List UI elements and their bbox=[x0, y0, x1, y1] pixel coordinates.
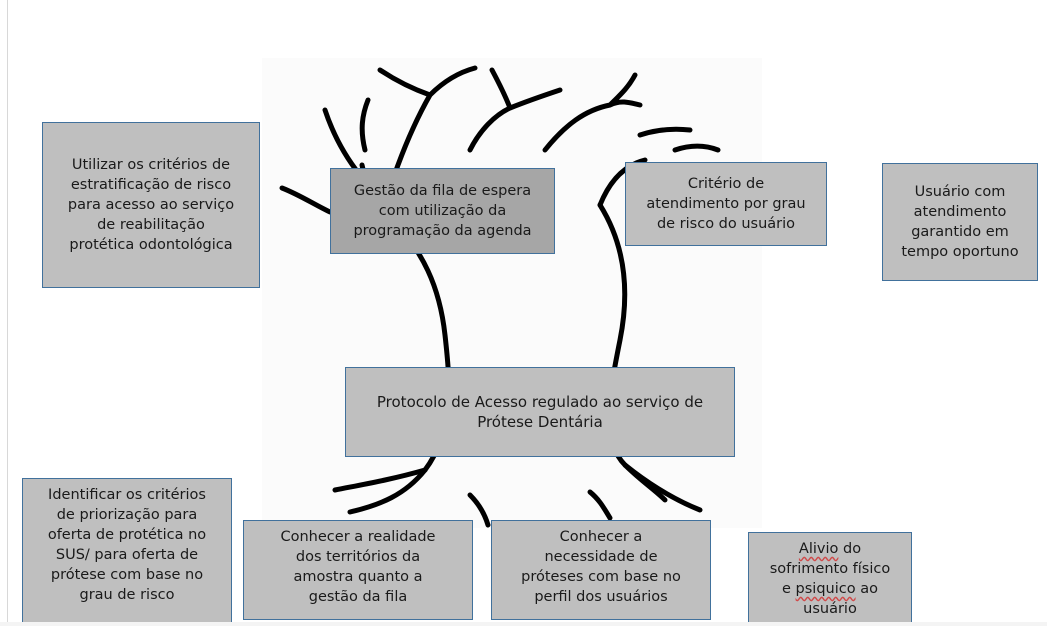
timely-care-line: Usuário com bbox=[914, 184, 1006, 200]
risk-stratification-line: para acesso ao serviço bbox=[67, 197, 235, 213]
timely-care-line: garantido em bbox=[911, 224, 1009, 240]
branch-far-left bbox=[279, 185, 333, 215]
relief-line3-post: ao bbox=[855, 581, 878, 597]
territories-reality-box: Conhecer a realidade dos territórios da … bbox=[243, 520, 473, 620]
root-center-left bbox=[467, 492, 491, 528]
timely-care-line: tempo oportuno bbox=[901, 244, 1019, 260]
access-protocol-line: Prótese Dentária bbox=[477, 413, 603, 431]
access-protocol-line: Protocolo de Acesso regulado ao serviço … bbox=[376, 393, 704, 411]
suffering-relief-box: Alivio do sofrimento físico e psiquico a… bbox=[748, 532, 912, 626]
queue-management-box: Gestão da fila de espera com utilização … bbox=[330, 168, 555, 254]
prioritization-line: oferta de protética no bbox=[47, 527, 207, 543]
relief-line1-rest: do bbox=[838, 541, 862, 557]
queue-management-line: Gestão da fila de espera bbox=[353, 183, 532, 199]
prioritization-line: Identificar os critérios bbox=[48, 487, 206, 503]
risk-grade-line: atendimento por grau bbox=[646, 196, 806, 212]
risk-stratification-line: protética odontológica bbox=[69, 237, 233, 253]
access-protocol-box: Protocolo de Acesso regulado ao serviço … bbox=[345, 367, 735, 457]
root-center-right bbox=[587, 489, 613, 521]
relief-line3-pre: e bbox=[782, 581, 796, 597]
territories-line: dos territórios da bbox=[295, 549, 421, 565]
queue-management-line: programação da agenda bbox=[353, 223, 532, 239]
needs-line: necessidade de bbox=[544, 549, 658, 565]
prosthesis-needs-box: Conhecer a necessidade de próteses com b… bbox=[491, 520, 711, 620]
territories-line: amostra quanto a bbox=[293, 569, 423, 585]
branch-mid-right bbox=[597, 126, 721, 208]
risk-stratification-box: Utilizar os critérios de estratificação … bbox=[42, 122, 260, 288]
branch-top-right bbox=[542, 72, 643, 153]
root-right bbox=[622, 462, 703, 513]
left-margin-rule bbox=[7, 0, 8, 626]
timely-care-line: atendimento bbox=[913, 204, 1007, 220]
needs-line: próteses com base no bbox=[521, 569, 681, 585]
territories-line: Conhecer a realidade bbox=[280, 529, 436, 545]
relief-word-psiquico: psiquico bbox=[795, 581, 856, 597]
queue-management-line: com utilização da bbox=[378, 203, 507, 219]
risk-grade-box: Critério de atendimento por grau de risc… bbox=[625, 162, 827, 246]
relief-line: Alivio do bbox=[770, 539, 890, 559]
risk-stratification-line: estratificação de risco bbox=[70, 177, 232, 193]
prioritization-line: prótese com base no bbox=[50, 567, 204, 583]
risk-grade-line: de risco do usuário bbox=[656, 216, 796, 232]
territories-line: gestão da fila bbox=[308, 589, 408, 605]
prioritization-line: de priorização para bbox=[56, 507, 198, 523]
risk-stratification-line: Utilizar os critérios de bbox=[71, 157, 231, 173]
risk-grade-line: Critério de bbox=[687, 176, 765, 192]
relief-word-alivio: Alivio bbox=[798, 541, 839, 557]
branch-top-center bbox=[467, 67, 563, 153]
prioritization-line: grau de risco bbox=[79, 587, 175, 603]
risk-stratification-line: de reabilitação bbox=[97, 217, 205, 233]
needs-line: Conhecer a bbox=[559, 529, 643, 545]
relief-line: e psiquico ao bbox=[770, 579, 890, 599]
relief-line: sofrimento físico bbox=[769, 561, 891, 577]
needs-line: perfil dos usuários bbox=[534, 589, 668, 605]
relief-line: usuário bbox=[803, 601, 857, 617]
root-left bbox=[332, 467, 428, 493]
timely-care-box: Usuário com atendimento garantido em tem… bbox=[882, 163, 1038, 281]
bottom-edge bbox=[0, 622, 1047, 626]
prioritization-criteria-box: Identificar os critérios de priorização … bbox=[22, 478, 232, 626]
prioritization-line: SUS/ para oferta de bbox=[55, 547, 199, 563]
